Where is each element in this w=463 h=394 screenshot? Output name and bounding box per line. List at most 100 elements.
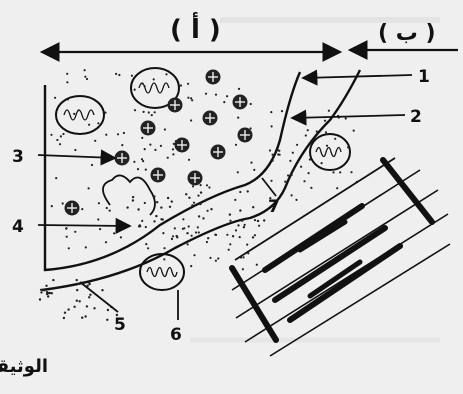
stipple-dot: [223, 101, 225, 103]
stipple-dot: [215, 94, 217, 96]
stipple-dot: [277, 153, 279, 155]
stipple-dot: [296, 144, 298, 146]
stipple-dot: [66, 73, 68, 75]
stipple-dot: [153, 78, 155, 80]
stipple-dot: [324, 120, 326, 122]
stipple-dot: [250, 162, 252, 164]
stipple-dot: [151, 114, 153, 116]
stipple-dot: [76, 289, 78, 291]
stipple-dot: [334, 138, 336, 140]
stipple-dot: [237, 171, 239, 173]
vesicle: [151, 168, 166, 183]
stipple-dot: [143, 111, 145, 113]
stipple-dot: [84, 76, 86, 78]
stipple-dot: [160, 206, 162, 208]
stipple-dot: [277, 149, 279, 151]
stipple-dot: [99, 228, 101, 230]
stipple-dot: [191, 99, 193, 101]
stipple-dot: [97, 122, 99, 124]
stipple-dot: [191, 235, 193, 237]
stipple-dot: [113, 232, 115, 234]
stipple-dot: [336, 187, 338, 189]
stipple-dot: [187, 243, 189, 245]
stipple-dot: [154, 149, 156, 151]
vesicle: [168, 98, 183, 113]
stipple-dot: [254, 234, 256, 236]
stipple-dot: [126, 206, 128, 208]
region-b-label: ( ب ): [378, 21, 436, 46]
stipple-dot: [165, 73, 167, 75]
stipple-dot: [62, 202, 64, 204]
stipple-dot: [91, 164, 93, 166]
stipple-dot: [167, 197, 169, 199]
stipple-dot: [174, 227, 176, 229]
stipple-dot: [84, 315, 86, 317]
stipple-dot: [40, 291, 42, 293]
stipple-dot: [244, 224, 246, 226]
stipple-dot: [50, 134, 52, 136]
stipple-dot: [305, 134, 307, 136]
stipple-dot: [252, 206, 254, 208]
stipple-dot: [51, 205, 53, 207]
stipple-dot: [316, 130, 318, 132]
stipple-dot: [141, 158, 143, 160]
stipple-dot: [246, 244, 248, 246]
stipple-dot: [235, 144, 237, 146]
stipple-dot: [117, 133, 119, 135]
stipple-dot: [188, 159, 190, 161]
stipple-dot: [67, 308, 69, 310]
stipple-dot: [207, 210, 209, 212]
stipple-dot: [175, 140, 177, 142]
stipple-dot: [209, 257, 211, 259]
stipple-dot: [269, 149, 271, 151]
stipple-dot: [206, 241, 208, 243]
stipple-dot: [193, 254, 195, 256]
vesicle: [141, 121, 156, 136]
stipple-dot: [325, 131, 327, 133]
stipple-dot: [155, 215, 157, 217]
stipple-dot: [173, 143, 175, 145]
stipple-dot: [81, 208, 83, 210]
stipple-dot: [200, 184, 202, 186]
stipple-dot: [300, 166, 302, 168]
stipple-dot: [186, 232, 188, 234]
stipple-dot: [241, 220, 243, 222]
stipple-dot: [51, 292, 53, 294]
stipple-dot: [68, 247, 70, 249]
stipple-dot: [47, 295, 49, 297]
stipple-dot: [242, 268, 244, 270]
stipple-dot: [217, 257, 219, 259]
stipple-dot: [307, 129, 309, 131]
stipple-dot: [303, 180, 305, 182]
stipple-dot: [204, 200, 206, 202]
stipple-dot: [123, 132, 125, 134]
label-4: 4: [12, 217, 24, 237]
stipple-dot: [250, 127, 252, 129]
stipple-dot: [40, 289, 42, 291]
stipple-dot: [85, 246, 87, 248]
stipple-dot: [137, 208, 139, 210]
stipple-dot: [199, 203, 201, 205]
stipple-dot: [67, 98, 69, 100]
stipple-dot: [291, 194, 293, 196]
stipple-dot: [190, 97, 192, 99]
stipple-dot: [144, 148, 146, 150]
stipple-dot: [66, 236, 68, 238]
stipple-dot: [62, 133, 64, 135]
stipple-dot: [163, 247, 165, 249]
label-6: 6: [170, 325, 182, 345]
stipple-dot: [142, 160, 144, 162]
stipple-dot: [88, 296, 90, 298]
stipple-dot: [93, 307, 95, 309]
stipple-dot: [153, 220, 155, 222]
stipple-dot: [78, 109, 80, 111]
stipple-dot: [167, 157, 169, 159]
stipple-dot: [52, 279, 54, 281]
stipple-dot: [353, 130, 355, 132]
stipple-dot: [97, 218, 99, 220]
stipple-dot: [43, 289, 45, 291]
stipple-dot: [56, 139, 58, 141]
stipple-dot: [309, 158, 311, 160]
stipple-dot: [198, 231, 200, 233]
